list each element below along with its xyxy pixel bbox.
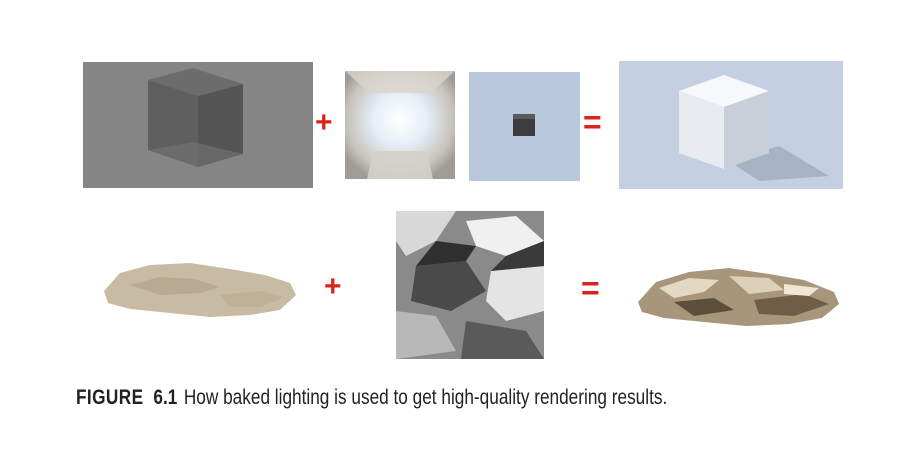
baked-lightmap-texture xyxy=(396,211,544,359)
rock-lit-illustration xyxy=(638,268,839,326)
shadow-map-panel xyxy=(469,72,580,181)
figure-label: FIGURE xyxy=(76,386,144,409)
rock-model-plain xyxy=(100,255,300,325)
equals-operator: = xyxy=(581,270,600,306)
plus-operator: + xyxy=(315,106,333,139)
shadow-cube-illustration xyxy=(469,72,580,181)
unlit-cube-illustration xyxy=(83,62,313,188)
figure-caption-text: How baked lighting is used to get high-q… xyxy=(183,386,668,409)
equals-operator: = xyxy=(583,104,602,140)
lit-cube-render xyxy=(619,61,843,189)
lit-cube-illustration xyxy=(619,61,843,189)
lightmap-illustration xyxy=(345,71,455,179)
lightmap-texture-illustration xyxy=(396,211,544,359)
lightmap-panel xyxy=(345,71,455,179)
unlit-cube-render xyxy=(83,62,313,188)
rock-plain-illustration xyxy=(104,263,296,317)
plus-operator: + xyxy=(324,270,342,303)
rock-model-lit xyxy=(634,258,844,330)
figure-number: 6.1 xyxy=(153,386,178,409)
